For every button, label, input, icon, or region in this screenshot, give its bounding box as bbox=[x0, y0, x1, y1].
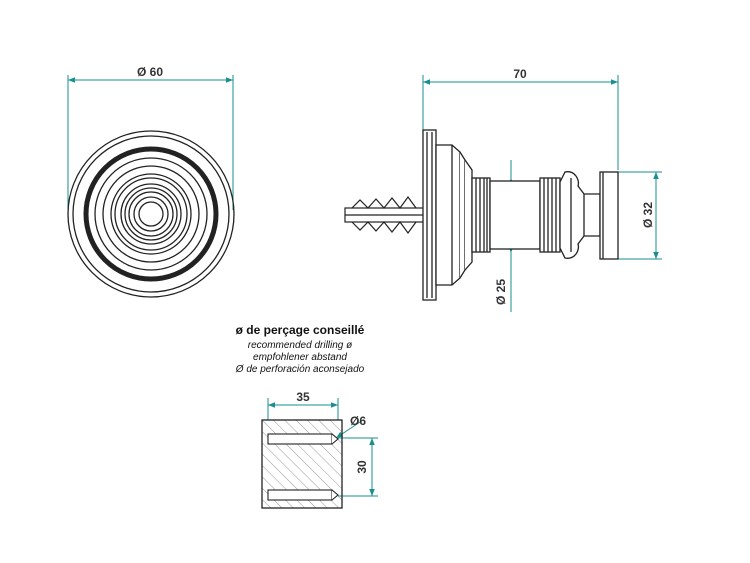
spacing-label: 35 bbox=[296, 390, 310, 404]
side-view: 70 Ø 32 Ø 25 bbox=[344, 67, 662, 312]
stopper-body bbox=[422, 129, 619, 301]
wall-section bbox=[261, 419, 343, 509]
front-view: Ø 60 bbox=[67, 65, 235, 298]
section-view: 35 Ø6 30 bbox=[261, 390, 378, 509]
side-length-label: 70 bbox=[513, 67, 527, 81]
drilling-note-line-de: empfohlener abstand bbox=[253, 352, 347, 363]
rosette-front bbox=[67, 130, 235, 298]
depth-label: 30 bbox=[355, 460, 369, 474]
drilling-note-title: ø de perçage conseillé bbox=[235, 323, 365, 337]
shaft-diameter-label: Ø 25 bbox=[494, 279, 508, 305]
drilling-note-line-en: recommended drilling ø bbox=[247, 340, 353, 351]
hole-diameter-label: Ø6 bbox=[350, 414, 366, 428]
drilling-note-line-es: Ø de perforación aconsejado bbox=[235, 364, 365, 375]
front-diameter-label: Ø 60 bbox=[137, 65, 163, 79]
plate-diameter-label: Ø 32 bbox=[641, 202, 655, 228]
wall-plug bbox=[344, 195, 426, 235]
